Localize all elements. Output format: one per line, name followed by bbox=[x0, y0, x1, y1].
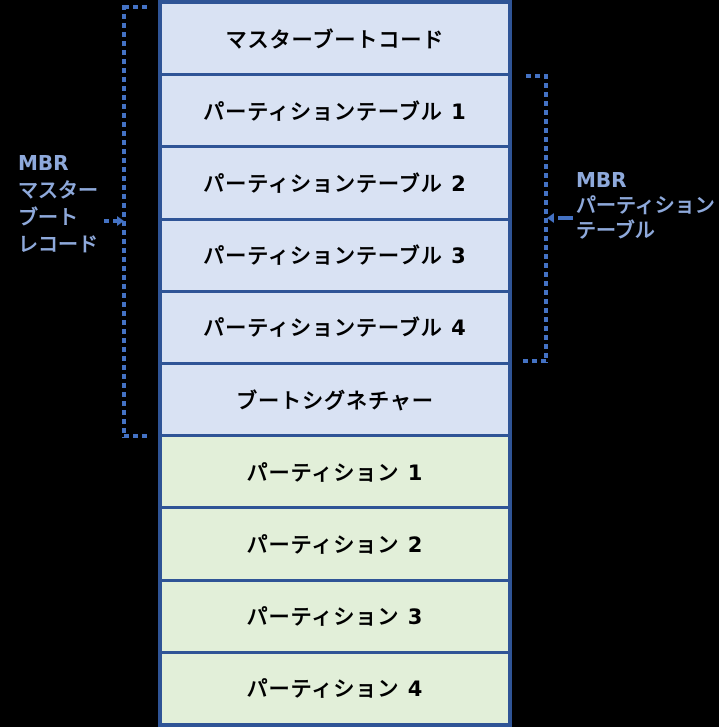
partition-table-label: MBR パーティション テーブル bbox=[576, 168, 715, 243]
row-partition-1: パーティション 1 bbox=[162, 437, 508, 510]
disk-layout-stack: マスターブートコード パーティションテーブル 1 パーティションテーブル 2 パ… bbox=[158, 0, 512, 727]
row-partition-3: パーティション 3 bbox=[162, 581, 508, 654]
row-partition-4: パーティション 4 bbox=[162, 653, 508, 724]
mbr-bracket-arrow-icon bbox=[117, 216, 124, 226]
mbr-record-label-line: レコード bbox=[18, 232, 98, 256]
partition-table-label-line: MBR bbox=[576, 168, 627, 192]
partition-table-bracket-vertical bbox=[544, 74, 548, 363]
row-partition-2: パーティション 2 bbox=[162, 509, 508, 582]
mbr-record-label-line: ブート bbox=[18, 205, 78, 229]
mbr-bracket-bottom bbox=[124, 434, 148, 438]
row-boot-signature: ブートシグネチャー bbox=[162, 365, 508, 438]
partition-table-bracket-arrow-icon bbox=[547, 213, 554, 223]
mbr-bracket-vertical bbox=[122, 5, 126, 438]
partition-table-label-line: テーブル bbox=[576, 218, 655, 242]
row-partition-table-3: パーティションテーブル 3 bbox=[162, 220, 508, 293]
mbr-record-label-line: MBR bbox=[18, 151, 69, 175]
mbr-record-label-line: マスター bbox=[18, 178, 98, 202]
row-master-boot-code: マスターブートコード bbox=[162, 4, 508, 77]
partition-table-label-line: パーティション bbox=[576, 193, 715, 217]
partition-table-bracket-pointer bbox=[558, 216, 573, 220]
row-partition-table-1: パーティションテーブル 1 bbox=[162, 76, 508, 149]
mbr-bracket-pointer bbox=[104, 219, 122, 223]
row-partition-table-4: パーティションテーブル 4 bbox=[162, 292, 508, 366]
row-partition-table-2: パーティションテーブル 2 bbox=[162, 148, 508, 221]
partition-table-bracket-bottom bbox=[523, 359, 546, 363]
partition-table-bracket-top bbox=[526, 74, 546, 78]
mbr-record-label: MBR マスター ブート レコード bbox=[18, 150, 98, 258]
mbr-bracket-top bbox=[124, 5, 148, 9]
